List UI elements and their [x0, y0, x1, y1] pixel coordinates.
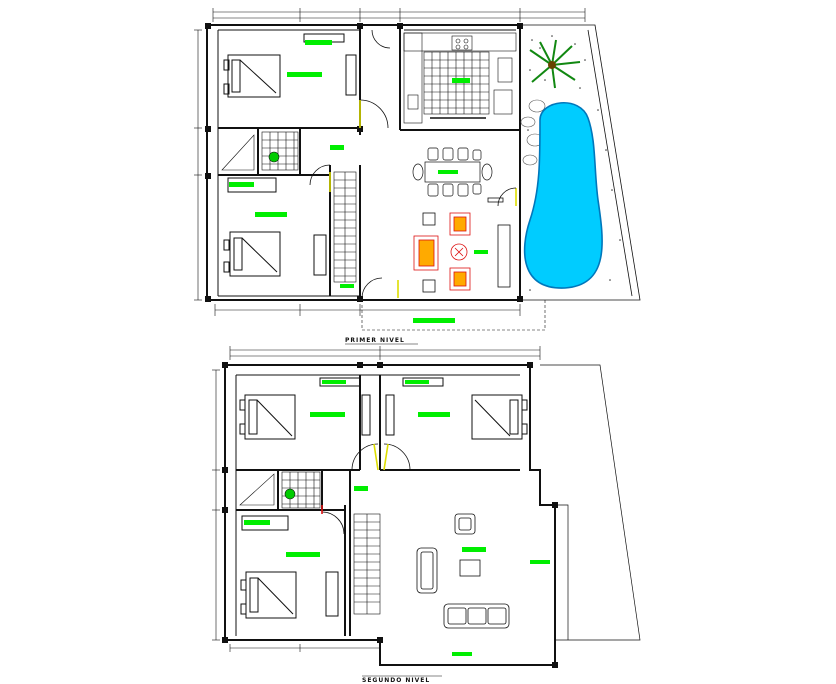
stove-icon — [451, 35, 473, 51]
label-bar — [462, 547, 486, 552]
label-bar — [413, 318, 455, 323]
dining-table-icon — [424, 161, 481, 183]
second-level-left-dimensions — [212, 369, 220, 641]
second-level-plan — [212, 346, 641, 668]
second-level-columns — [222, 362, 558, 668]
label-bar — [229, 182, 254, 187]
label-bar — [474, 250, 488, 254]
sofa-icon — [443, 603, 510, 629]
label-bar — [452, 652, 472, 656]
first-level-doors — [309, 29, 517, 299]
second-level-walls — [224, 364, 556, 666]
gravel-dots — [527, 35, 621, 291]
label-bar — [305, 40, 332, 45]
second-level-doors — [321, 443, 411, 535]
label-bar — [244, 520, 270, 525]
first-level-plan — [194, 8, 641, 331]
bed-icon — [227, 54, 281, 98]
label-bar — [452, 78, 470, 83]
sofa-icon — [449, 267, 471, 291]
bed-icon — [229, 231, 281, 277]
first-level-dining — [412, 147, 493, 197]
bed-icon — [471, 394, 523, 440]
first-level-stairs — [333, 171, 357, 288]
label-bar — [287, 72, 322, 77]
palm-tree-icon — [529, 39, 581, 89]
label-bar — [530, 560, 550, 564]
second-level-top-dimensions — [229, 346, 541, 360]
second-level-bedroom-5 — [240, 515, 339, 619]
second-level-title: SEGUNDO NIVEL — [362, 677, 430, 684]
sofa-icon — [413, 235, 439, 271]
first-level-kitchen — [403, 32, 517, 124]
sofa-icon — [454, 513, 476, 535]
first-level-bathroom — [221, 131, 344, 171]
label-bar — [405, 380, 429, 384]
pool-icon — [523, 102, 603, 289]
second-level-balcony — [540, 364, 641, 641]
label-bar — [438, 170, 458, 174]
second-level-bottom-dimensions — [229, 644, 381, 652]
first-level-title: PRIMER NIVEL — [345, 337, 405, 344]
second-level-family-room — [416, 513, 550, 656]
second-level-bedroom-4 — [385, 377, 528, 440]
bed-icon — [245, 571, 297, 619]
label-bar — [354, 486, 368, 491]
second-level-bedroom-3 — [239, 377, 371, 440]
first-level-living — [413, 197, 511, 293]
first-level-left-dimensions — [194, 29, 202, 301]
label-bar — [286, 552, 320, 557]
first-level-columns — [205, 23, 523, 302]
first-level-garden — [519, 24, 641, 301]
bed-icon — [244, 394, 296, 440]
label-bar — [310, 412, 345, 417]
first-level-walls — [206, 24, 521, 301]
first-level-entrance — [361, 300, 546, 331]
label-bar — [340, 284, 354, 288]
first-level-bedroom-1 — [223, 33, 357, 98]
stepping-stones — [520, 99, 546, 166]
sofa-icon — [449, 212, 471, 236]
second-level-stairs — [353, 513, 381, 615]
label-bar — [418, 412, 450, 417]
first-level-top-dimensions — [212, 8, 586, 22]
sink-icon — [497, 57, 513, 83]
first-level-bedroom-2 — [223, 177, 327, 277]
first-level-bottom-dimensions — [214, 304, 521, 316]
sofa-icon — [416, 547, 438, 594]
label-bar — [330, 145, 344, 150]
label-bar — [255, 212, 287, 217]
label-bar — [322, 380, 346, 384]
second-level-bathroom — [239, 471, 368, 509]
